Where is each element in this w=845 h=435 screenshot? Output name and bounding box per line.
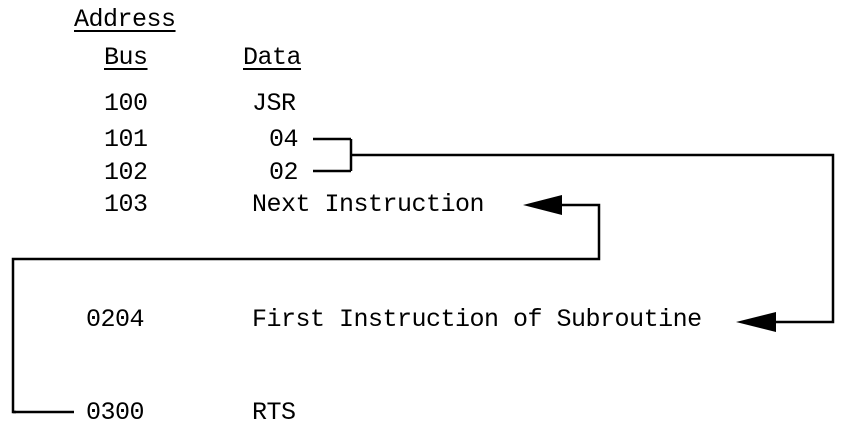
- data-header: Data: [243, 43, 302, 72]
- data-rts: RTS: [252, 398, 296, 427]
- data-04: 04: [269, 125, 299, 154]
- address-103: 103: [104, 190, 148, 219]
- return-arrowhead: [523, 195, 562, 215]
- address-header-line1: Address: [74, 5, 176, 34]
- address-102: 102: [104, 158, 148, 187]
- address-100: 100: [104, 89, 148, 118]
- return-path: [11, 203, 601, 414]
- address-0204: 0204: [86, 305, 145, 334]
- data-02: 02: [269, 158, 299, 187]
- data-next-instruction: Next Instruction: [252, 190, 485, 219]
- address-101: 101: [104, 125, 148, 154]
- address-header-line2: Bus: [104, 43, 148, 72]
- data-jsr: JSR: [252, 89, 296, 118]
- data-first-instruction: First Instruction of Subroutine: [252, 305, 702, 334]
- subroutine-arrowhead: [736, 312, 776, 332]
- address-0300: 0300: [86, 398, 145, 427]
- jump-to-subroutine-path: [351, 153, 835, 324]
